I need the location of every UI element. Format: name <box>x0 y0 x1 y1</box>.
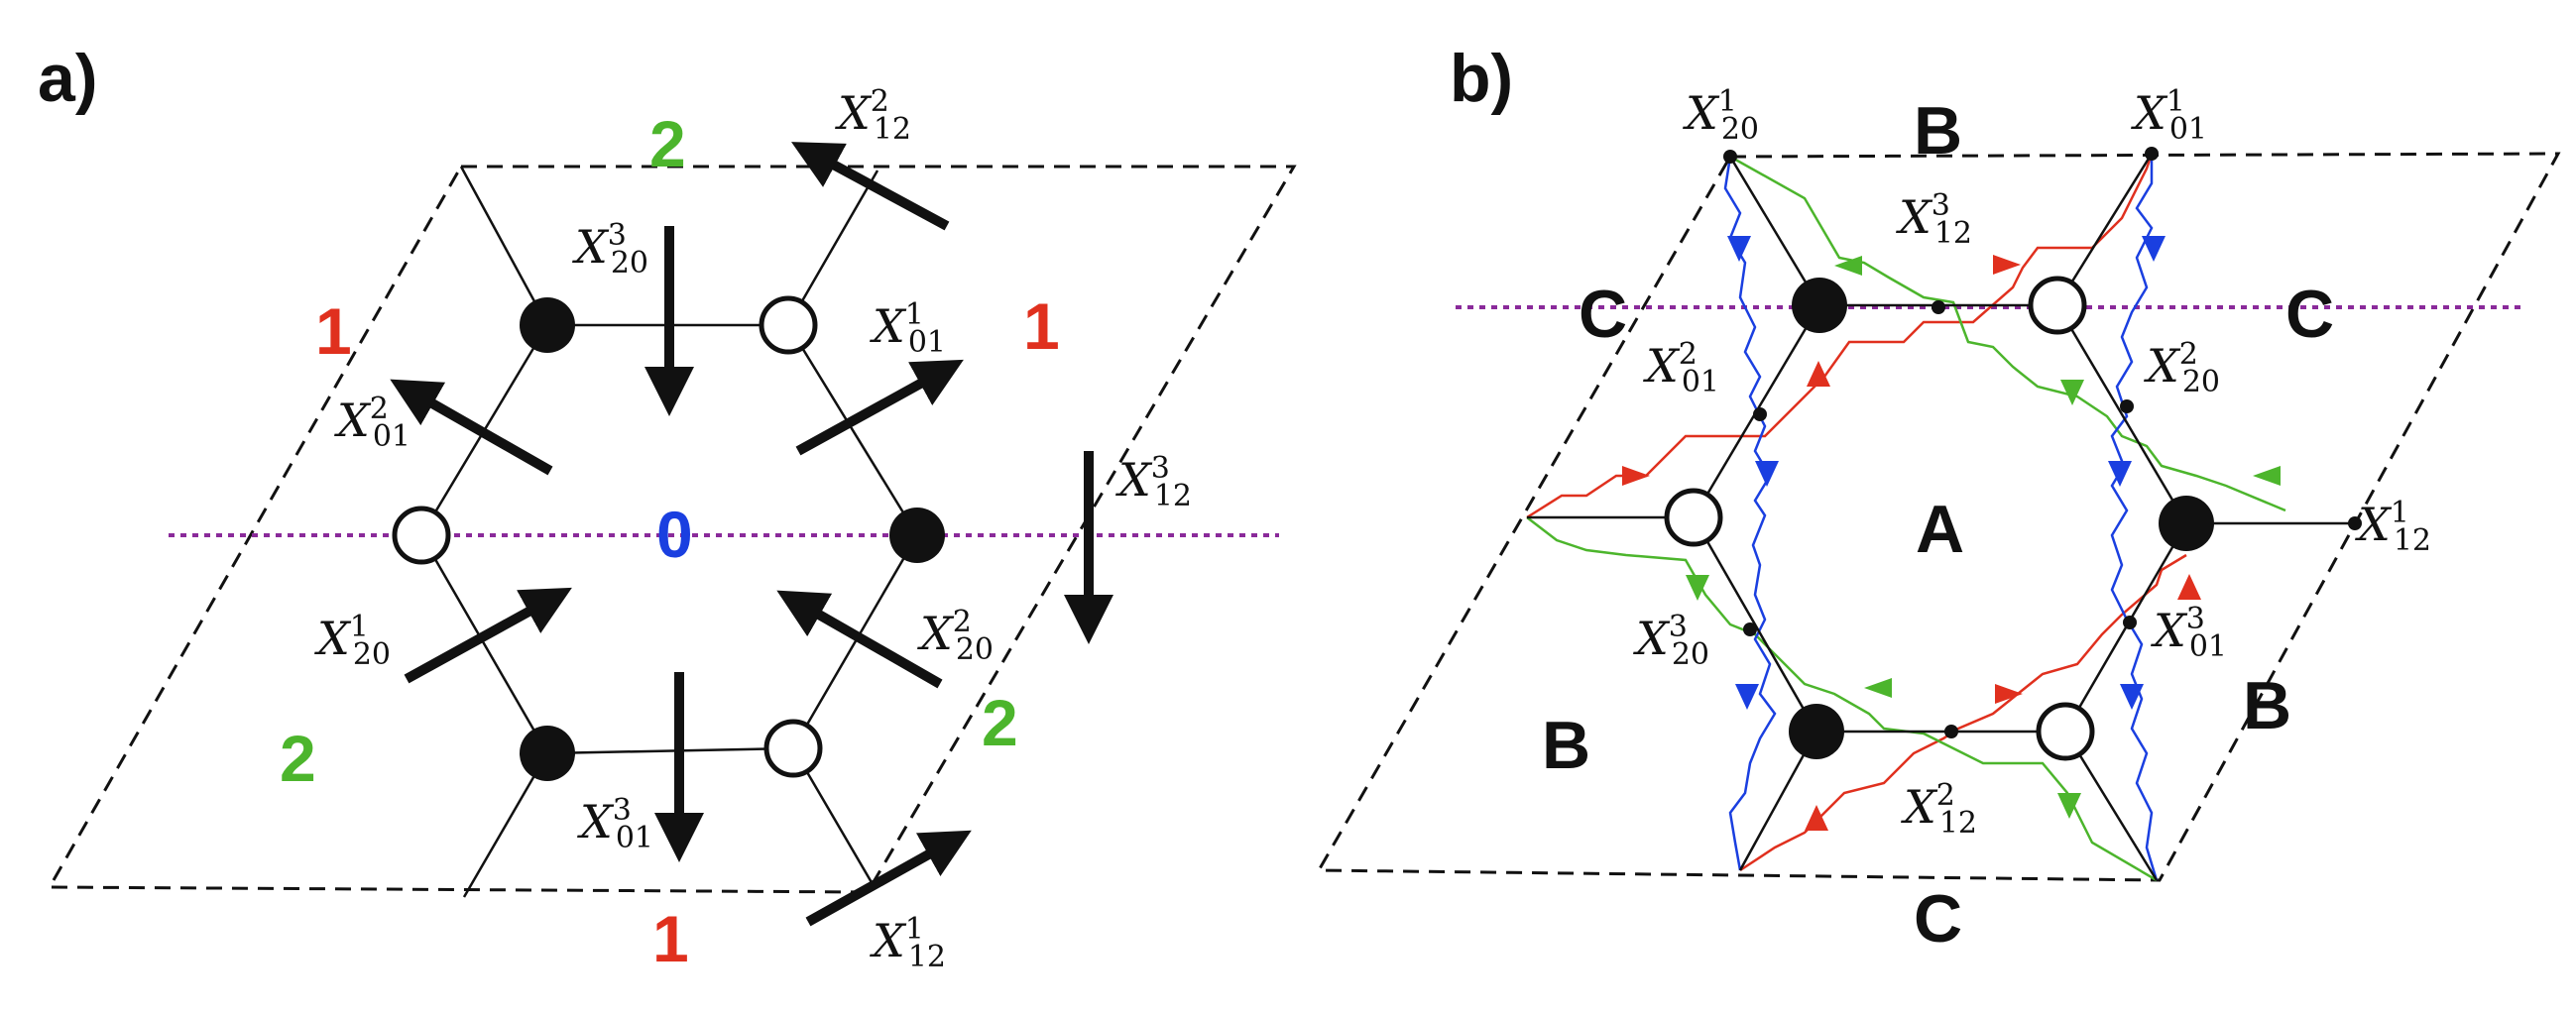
arrow-x12-1 <box>805 830 972 927</box>
region-C: C <box>1579 277 1627 352</box>
region-B: B <box>2243 668 2291 743</box>
region-0: 0 <box>656 498 693 571</box>
site-open <box>2036 702 2095 761</box>
region-2: 2 <box>982 686 1018 759</box>
arrow-x01-1 <box>795 359 964 456</box>
arrow-x01-2 <box>390 379 553 476</box>
site-filled <box>1792 278 1847 333</box>
region-1: 1 <box>652 902 689 975</box>
green-paths-b <box>1526 155 2286 882</box>
region-B: B <box>1914 93 1962 169</box>
arrow-x12-2 <box>791 142 950 231</box>
site-filled <box>1789 704 1844 759</box>
panel-a: a) <box>38 41 1297 975</box>
region-2: 2 <box>649 107 686 180</box>
panel-a-label: a) <box>38 41 97 116</box>
junction-dots-b <box>1723 147 2362 738</box>
site-filled <box>520 297 575 353</box>
panel-b-label: b) <box>1450 41 1513 116</box>
region-A: A <box>1916 492 1964 567</box>
arrows-a <box>390 142 1113 927</box>
region-C: C <box>2285 277 2334 352</box>
panel-b: b) <box>1316 41 2561 957</box>
arrow-x20-2 <box>776 590 943 689</box>
site-open <box>1664 488 1723 547</box>
arrow-x20-1 <box>404 587 572 684</box>
site-open <box>392 506 451 565</box>
site-open <box>2028 276 2087 335</box>
site-open <box>759 295 818 355</box>
region-2: 2 <box>280 722 316 795</box>
path-arrowheads-b <box>1622 236 2281 831</box>
region-B: B <box>1542 708 1590 783</box>
unit-cell-b <box>1316 152 2561 882</box>
region-1: 1 <box>315 294 352 368</box>
region-1: 1 <box>1023 289 1060 363</box>
site-open <box>763 719 823 778</box>
region-C: C <box>1914 881 1962 957</box>
unit-cell-a <box>47 165 1297 894</box>
site-filled <box>520 726 575 781</box>
site-filled <box>889 508 945 563</box>
blue-paths-b <box>1723 154 2159 881</box>
site-filled <box>2159 496 2214 551</box>
